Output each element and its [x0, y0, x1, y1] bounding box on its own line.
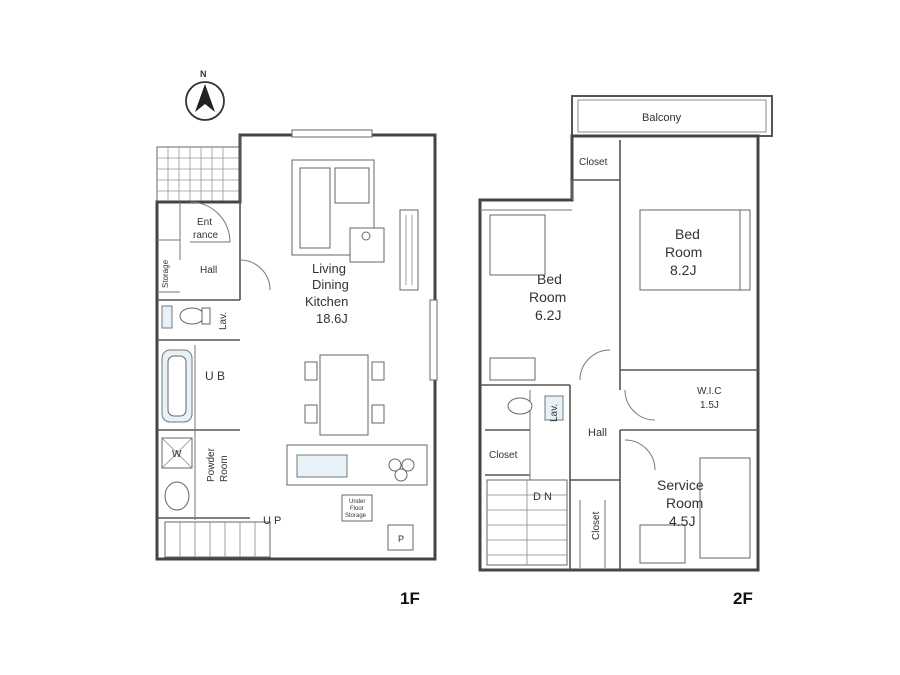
room-label-closet-left: Closet — [489, 450, 518, 461]
room-label-lav: Lav. — [218, 312, 229, 330]
toilet-fixture-2f — [507, 395, 564, 421]
room-label-lav-2f: Lav. — [549, 404, 560, 422]
coffee-table — [349, 227, 385, 263]
room-label-closet-top: Closet — [579, 157, 608, 168]
entrance-porch — [156, 146, 240, 203]
room-label-hall-2f: Hall — [588, 427, 607, 439]
stairs-down-label: D N — [533, 491, 552, 503]
room-label-washer: W — [172, 449, 182, 460]
room-label-storage: Storage — [161, 259, 170, 288]
toilet-fixture — [161, 305, 211, 329]
p-box — [387, 524, 414, 551]
window — [291, 129, 373, 138]
floor-label-2f: 2F — [733, 589, 753, 608]
under-floor-storage-box — [341, 494, 373, 522]
compass-icon: N — [185, 69, 225, 121]
bed-fixture — [639, 209, 751, 291]
stairs-up-label: U P — [263, 515, 281, 527]
room-label-p: P — [398, 534, 404, 544]
room-label-ub: U B — [205, 369, 225, 383]
kitchen-counter — [286, 444, 428, 486]
stairs-1f — [164, 521, 271, 558]
bathtub-fixture — [161, 349, 193, 423]
desk-fixture — [489, 214, 546, 381]
compass-north-label: N — [200, 69, 207, 79]
service-room-furniture — [639, 457, 751, 564]
tv-stand — [399, 209, 419, 291]
floor-label-1f: 1F — [400, 589, 420, 608]
window — [429, 299, 438, 381]
dining-table — [304, 354, 385, 436]
washer-fixture — [161, 437, 193, 511]
room-label-closet-mid: Closet — [591, 511, 602, 540]
stairs-2f — [486, 479, 568, 566]
room-label-hall: Hall — [200, 265, 217, 276]
room-label-balcony: Balcony — [642, 112, 682, 124]
